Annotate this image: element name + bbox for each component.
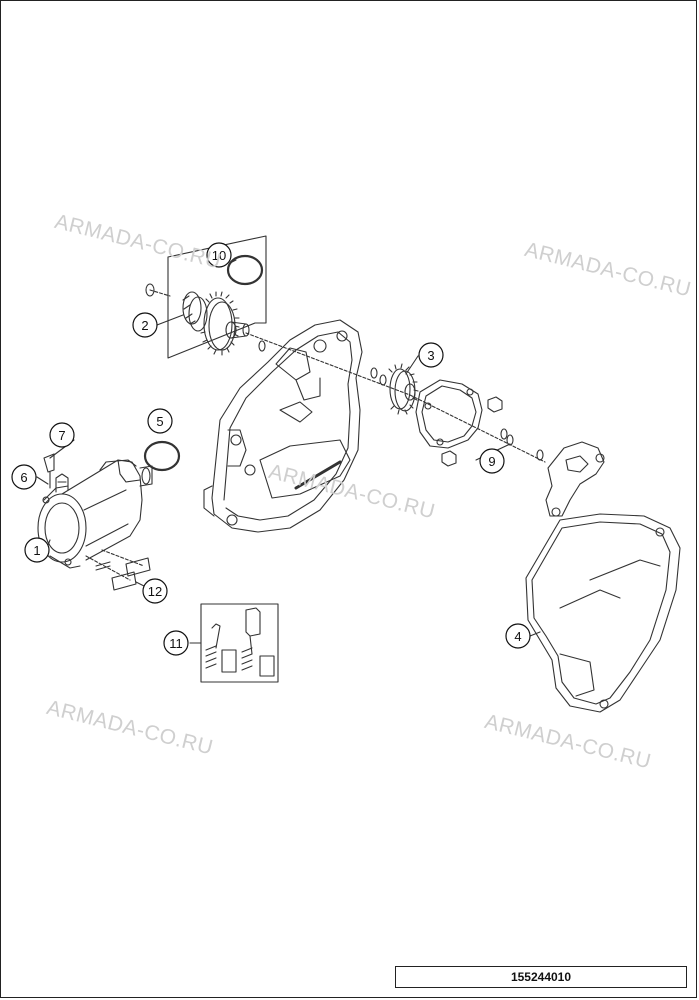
svg-text:4: 4: [514, 629, 521, 644]
idler-gear: [182, 291, 250, 356]
o-ring-10: [226, 254, 264, 286]
svg-text:1: 1: [33, 543, 40, 558]
callout-11: 11: [163, 630, 189, 656]
starter-motor: [37, 453, 153, 569]
svg-text:11: 11: [169, 636, 183, 651]
callout-12: 12: [142, 578, 168, 604]
callouts: 1 2 3 4 5 6 7 9 10 11 12: [11, 242, 531, 656]
callout-2: 2: [132, 312, 158, 338]
cover-gasket: [415, 379, 483, 449]
callout-3: 3: [418, 342, 444, 368]
outer-cover: [525, 513, 681, 713]
figure-number: 155244010: [395, 966, 687, 988]
callout-9: 9: [479, 448, 505, 474]
mounting-bolts: [85, 549, 151, 591]
reduction-gear: [388, 363, 419, 415]
callout-10: 10: [206, 242, 232, 268]
callout-7: 7: [49, 422, 75, 448]
ignition-cover: [203, 319, 363, 533]
svg-text:7: 7: [58, 428, 65, 443]
callout-4: 4: [505, 623, 531, 649]
idler-gear-group: [145, 235, 267, 359]
callout-5: 5: [147, 408, 173, 434]
svg-text:5: 5: [156, 414, 163, 429]
svg-text:3: 3: [427, 348, 434, 363]
svg-text:12: 12: [148, 584, 162, 599]
svg-text:9: 9: [488, 454, 495, 469]
o-ring-5: [143, 440, 181, 472]
callout-1: 1: [24, 537, 50, 563]
svg-text:6: 6: [20, 470, 27, 485]
callout-6: 6: [11, 464, 37, 490]
carbon-brush-set: [200, 603, 279, 683]
cover-bracket: [545, 441, 605, 517]
svg-text:10: 10: [212, 248, 226, 263]
svg-text:2: 2: [141, 318, 148, 333]
